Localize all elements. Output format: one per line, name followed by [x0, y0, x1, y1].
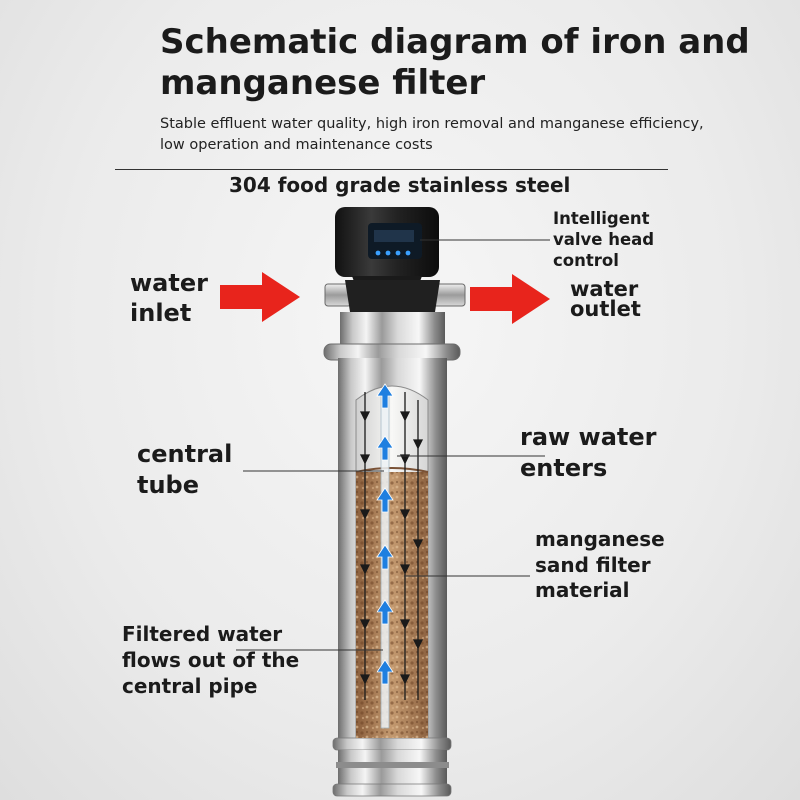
- raw-water-label: raw water enters: [520, 423, 657, 482]
- down-flow-arrows: [359, 392, 424, 700]
- material-label: 304 food grade stainless steel: [229, 173, 571, 197]
- page-title: Schematic diagram of iron and manganese …: [160, 22, 750, 103]
- valve-head-label: Intelligent valve head control: [553, 209, 655, 270]
- water-outlet-label: water outlet: [570, 277, 641, 321]
- central-tube-label: central tube: [137, 440, 233, 499]
- tank-cutaway: [355, 383, 429, 739]
- divider-line: [115, 169, 668, 170]
- filter-media-label: manganese sand filter material: [535, 527, 665, 602]
- water-inlet-label: water inlet: [130, 269, 208, 327]
- page-subtitle: Stable effluent water quality, high iron…: [160, 116, 704, 153]
- outlet-arrow: [470, 274, 550, 324]
- leader-lines: [236, 239, 550, 651]
- inlet-arrow: [220, 272, 300, 322]
- filtered-water-label: Filtered water flows out of the central …: [122, 622, 300, 698]
- valve-head: [324, 207, 466, 312]
- up-flow-arrows: [376, 383, 394, 685]
- top-clamp: [323, 343, 461, 361]
